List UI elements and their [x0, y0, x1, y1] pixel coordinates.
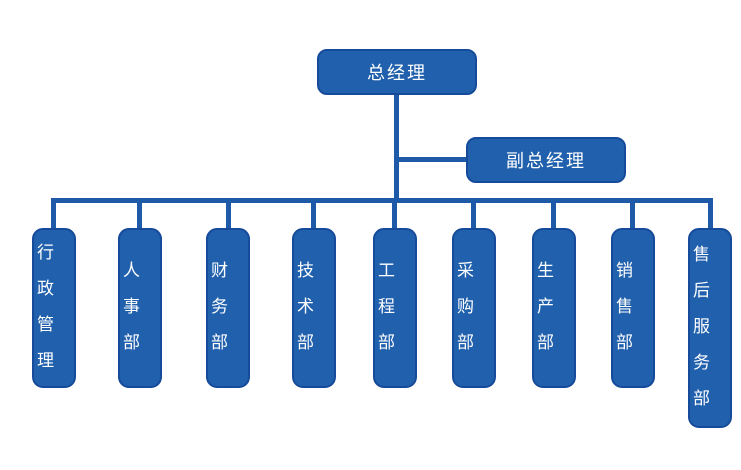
org-box-finance-department: 财务部: [206, 228, 250, 388]
department-label: 采购部: [453, 261, 473, 369]
department-label: 技术部: [293, 261, 313, 369]
org-box-production-department: 生产部: [532, 228, 576, 388]
connector-trunk: [394, 95, 399, 203]
connector-drop-4: [311, 200, 316, 228]
department-label: 售后服务部: [689, 245, 709, 425]
connector-deputy-branch: [394, 157, 466, 162]
department-label: 财务部: [207, 261, 227, 369]
org-box-sales-department: 销售部: [611, 228, 655, 388]
deputy-general-manager-label: 副总经理: [506, 151, 586, 172]
org-box-engineering-department: 工程部: [373, 228, 417, 388]
connector-drop-7: [551, 200, 556, 228]
org-box-aftersales-service-department: 售后服务部: [688, 228, 732, 428]
org-box-procurement-department: 采购部: [452, 228, 496, 388]
department-label: 销售部: [612, 261, 632, 369]
org-box-admin-management: 行政管理: [32, 228, 76, 388]
department-label: 人事部: [119, 261, 139, 369]
department-label: 行政管理: [33, 243, 53, 387]
org-box-hr-department: 人事部: [118, 228, 162, 388]
connector-drop-9: [708, 200, 713, 228]
org-box-technology-department: 技术部: [292, 228, 336, 388]
connector-drop-5: [392, 200, 397, 228]
connector-bus: [51, 198, 713, 203]
department-label: 工程部: [374, 261, 394, 369]
org-box-deputy-general-manager: 副总经理: [466, 137, 626, 183]
department-label: 生产部: [533, 261, 553, 369]
org-box-general-manager: 总经理: [317, 49, 477, 95]
general-manager-label: 总经理: [367, 63, 427, 84]
connector-drop-2: [137, 200, 142, 228]
connector-drop-3: [226, 200, 231, 228]
connector-drop-1: [51, 200, 56, 228]
connector-drop-8: [630, 200, 635, 228]
connector-drop-6: [471, 200, 476, 228]
